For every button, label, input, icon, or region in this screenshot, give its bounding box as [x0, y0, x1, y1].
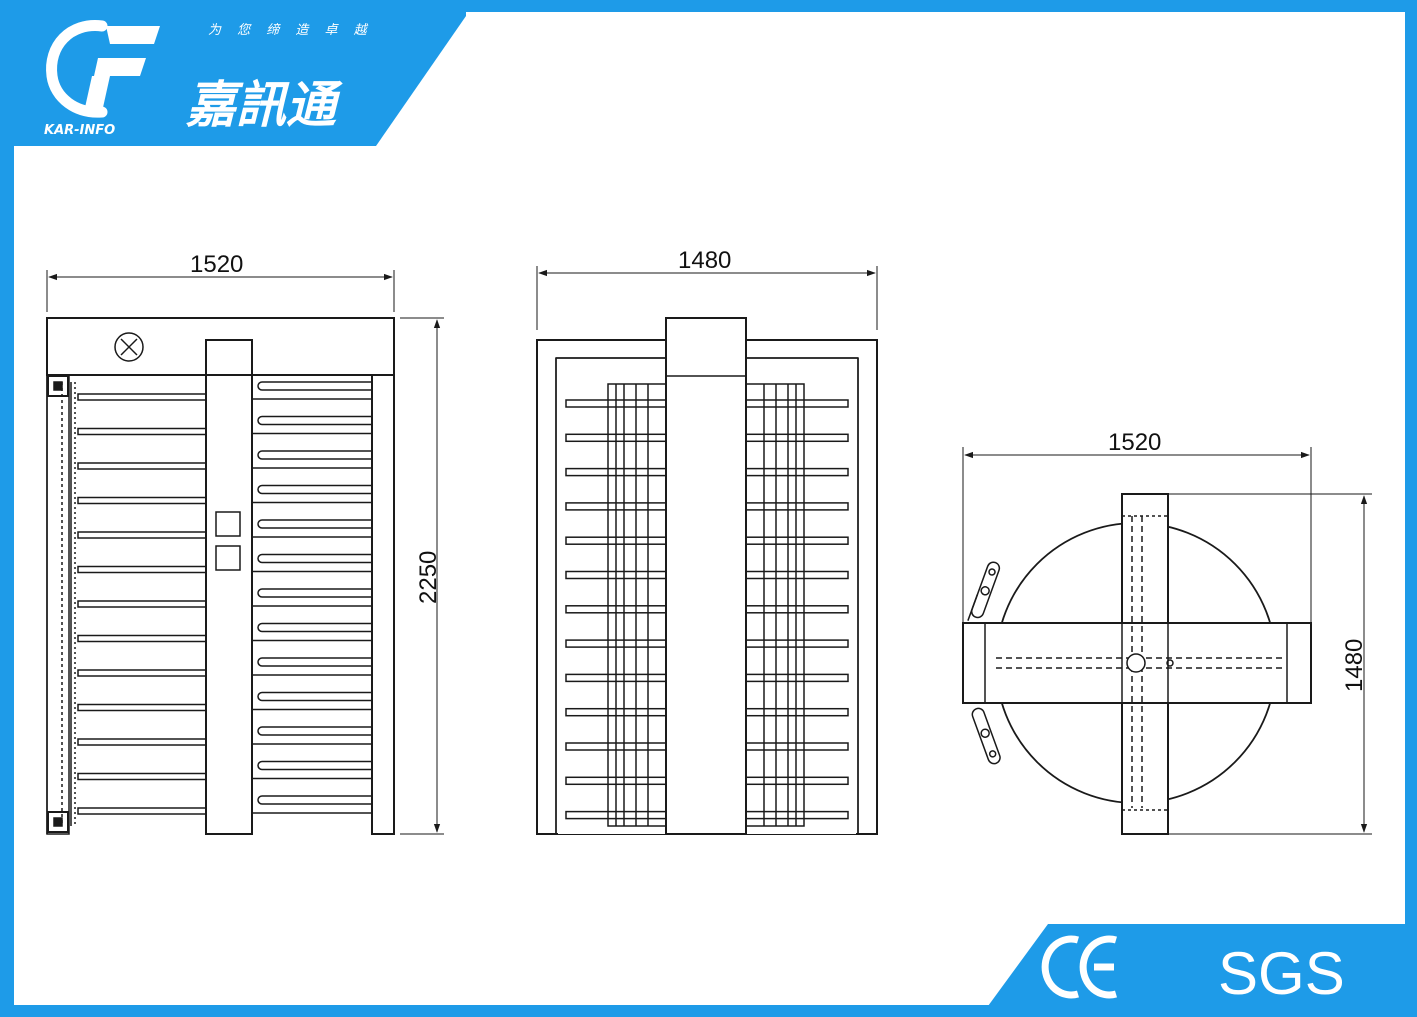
front-right-bar — [257, 415, 372, 426]
front-right-bar — [257, 588, 372, 598]
front-left-bar — [77, 738, 207, 746]
tagline: 为 您 缔 造 卓 越 — [208, 22, 373, 38]
sgs-mark: SGS — [1218, 940, 1345, 1007]
side-view — [536, 266, 878, 835]
front-right-bar — [257, 553, 372, 564]
fan-icon — [114, 332, 144, 362]
front-right-bar — [257, 381, 372, 391]
front-left-bar — [77, 807, 207, 815]
front-right-bar — [257, 726, 372, 736]
front-right-bar — [257, 795, 372, 805]
front-left-bar — [77, 772, 207, 781]
front-right-bar — [257, 450, 372, 460]
brand-english-name: KAR-INFO — [44, 123, 115, 138]
front-right-bar — [257, 657, 372, 667]
front-left-bar — [77, 462, 207, 470]
front-left-bar — [77, 427, 207, 436]
front-right-bar — [257, 691, 372, 702]
swing-gate-bottom — [971, 707, 1001, 765]
swing-gate-top — [967, 561, 1001, 621]
front-left-bar — [77, 600, 207, 608]
front-width-dimension: 1520 — [190, 251, 243, 278]
front-right-bar — [257, 484, 372, 495]
front-left-bar — [77, 393, 207, 401]
ce-mark-icon — [1041, 935, 1117, 999]
front-left-bar — [77, 565, 207, 574]
brand-chinese-name: 嘉訊通 — [186, 76, 343, 134]
top-width-dimension: 1520 — [1108, 429, 1161, 456]
front-right-bar — [257, 760, 372, 771]
front-left-bar — [77, 496, 207, 505]
front-right-bar — [257, 519, 372, 529]
cf-swirl-logo-icon — [46, 20, 160, 118]
front-left-bar — [77, 531, 207, 539]
top-view — [962, 447, 1372, 835]
front-left-bar — [77, 703, 207, 712]
front-height-dimension: 2250 — [415, 551, 442, 604]
front-view — [46, 270, 444, 835]
front-left-bar — [77, 669, 207, 677]
side-width-dimension: 1480 — [678, 247, 731, 274]
top-depth-dimension: 1480 — [1341, 639, 1368, 692]
front-left-bar — [77, 634, 207, 643]
front-right-bar — [257, 622, 372, 633]
